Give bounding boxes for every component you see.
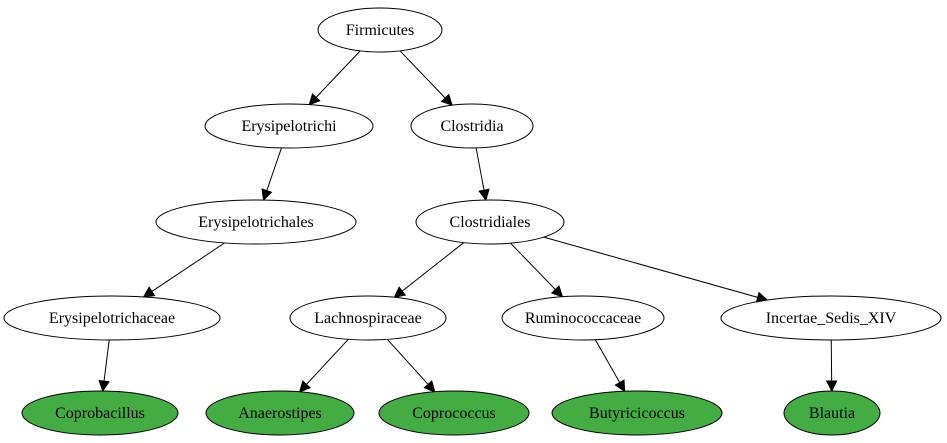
edge-erysipelotrichales-to-erysipelotrichaceae xyxy=(142,242,225,298)
edge-line xyxy=(475,147,485,191)
arrow-head-icon xyxy=(825,380,838,393)
leaf-node-ellipse xyxy=(783,390,881,436)
node-erysipelotrichales: Erysipelotrichales xyxy=(155,199,357,245)
edge-erysipelotrichi-to-erysipelotrichales xyxy=(261,147,282,202)
arrow-head-icon xyxy=(142,286,156,298)
leaf-node-ellipse xyxy=(205,390,355,436)
node-ellipse xyxy=(410,103,534,149)
arrow-head-icon xyxy=(298,380,312,393)
arrow-head-icon xyxy=(98,379,110,393)
leaf-node-ellipse xyxy=(21,390,179,436)
edge-line xyxy=(386,338,429,385)
arrow-head-icon xyxy=(308,93,321,106)
arrow-head-icon xyxy=(261,188,273,202)
edge-line xyxy=(103,339,110,382)
edge-line xyxy=(401,242,465,292)
node-ellipse xyxy=(720,295,942,341)
node-label: Coprobacillus xyxy=(55,405,145,422)
edge-firmicutes-to-erysipelotrichi xyxy=(308,50,361,106)
node-clostridia: Clostridia xyxy=(410,103,534,149)
node-ellipse xyxy=(501,295,665,341)
edge-clostridiales-to-lachnospiraceae xyxy=(393,242,465,298)
arrow-head-icon xyxy=(614,379,626,393)
edge-clostridiales-to-ruminococcaceae xyxy=(510,242,564,298)
edge-line xyxy=(594,339,621,383)
edge-clostridiales-to-incertae-sedis-xiv xyxy=(543,236,769,303)
node-label: Incertae_Sedis_XIV xyxy=(766,310,897,327)
node-butyricicoccus: Butyricicoccus xyxy=(551,390,723,436)
node-label: Anaerostipes xyxy=(238,405,322,422)
node-label: Firmicutes xyxy=(346,22,414,39)
node-label: Erysipelotrichi xyxy=(241,118,337,135)
node-label: Erysipelotrichaceae xyxy=(49,310,175,327)
node-ellipse xyxy=(415,199,565,245)
edge-line xyxy=(315,50,361,98)
edges-layer xyxy=(98,50,838,393)
arrow-head-icon xyxy=(393,286,407,298)
node-ellipse xyxy=(3,295,221,341)
edge-line xyxy=(306,338,349,385)
node-label: Ruminococcaceae xyxy=(525,310,641,327)
edge-ruminococcaceae-to-butyricicoccus xyxy=(594,339,626,393)
arrow-head-icon xyxy=(440,93,453,107)
edge-line xyxy=(510,242,556,290)
node-label: Butyricicoccus xyxy=(589,405,685,422)
node-label: Clostridiales xyxy=(450,214,531,231)
node-anaerostipes: Anaerostipes xyxy=(205,390,355,436)
node-clostridiales: Clostridiales xyxy=(415,199,565,245)
node-erysipelotrichaceae: Erysipelotrichaceae xyxy=(3,295,221,341)
node-ruminococcaceae: Ruminococcaceae xyxy=(501,295,665,341)
edge-lachnospiraceae-to-anaerostipes xyxy=(298,338,349,393)
node-ellipse xyxy=(317,7,443,53)
edge-firmicutes-to-clostridia xyxy=(399,50,453,107)
node-coprococcus: Coprococcus xyxy=(378,390,530,436)
node-label: Clostridia xyxy=(440,118,503,135)
node-ellipse xyxy=(155,199,357,245)
edge-incertae-sedis-xiv-to-blautia xyxy=(825,339,838,393)
leaf-node-ellipse xyxy=(551,390,723,436)
node-lachnospiraceae: Lachnospiraceae xyxy=(289,295,447,341)
node-label: Blautia xyxy=(809,405,855,422)
arrow-head-icon xyxy=(550,285,564,298)
edge-line xyxy=(151,242,225,292)
leaf-node-ellipse xyxy=(378,390,530,436)
node-erysipelotrichi: Erysipelotrichi xyxy=(204,103,374,149)
arrow-head-icon xyxy=(478,188,490,202)
edge-line xyxy=(543,236,758,298)
node-label: Erysipelotrichales xyxy=(198,214,314,231)
node-incertae-sedis-xiv: Incertae_Sedis_XIV xyxy=(720,295,942,341)
edge-line xyxy=(266,147,282,191)
edge-clostridia-to-clostridiales xyxy=(475,147,490,202)
node-label: Coprococcus xyxy=(412,405,496,422)
edge-line xyxy=(399,50,446,99)
node-blautia: Blautia xyxy=(783,390,881,436)
edge-erysipelotrichaceae-to-coprobacillus xyxy=(98,339,110,393)
node-ellipse xyxy=(289,295,447,341)
node-coprobacillus: Coprobacillus xyxy=(21,390,179,436)
edge-lachnospiraceae-to-coprococcus xyxy=(386,338,436,393)
node-label: Lachnospiraceae xyxy=(314,310,421,327)
node-firmicutes: Firmicutes xyxy=(317,7,443,53)
node-ellipse xyxy=(204,103,374,149)
arrow-head-icon xyxy=(423,380,436,393)
